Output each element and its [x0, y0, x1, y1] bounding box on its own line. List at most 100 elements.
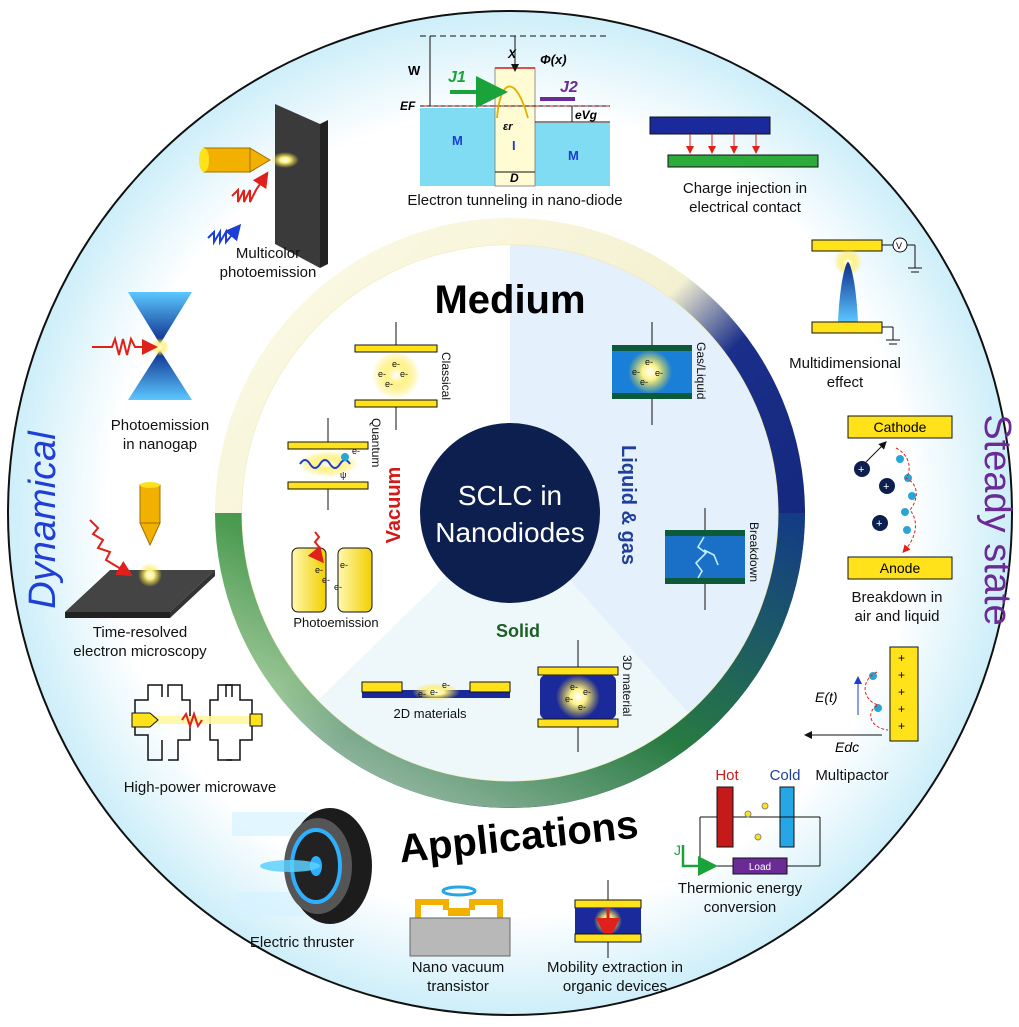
nanogap-caption-1: Photoemission — [111, 417, 209, 434]
svg-text:e-: e- — [392, 359, 400, 369]
3d-material-diagram: e- e- e- e- 3D material — [537, 640, 634, 752]
svg-text:e-: e- — [655, 368, 663, 378]
svg-text:+: + — [876, 518, 882, 530]
svg-text:e-: e- — [430, 687, 438, 697]
3d-material-label: 3D material — [620, 655, 634, 716]
center-title-line1: SCLC in — [458, 480, 562, 511]
multidimensional-diagram: V Multidimensional effect — [789, 237, 922, 391]
center-title-line2: Nanodiodes — [435, 517, 584, 548]
svg-text:Anode: Anode — [880, 560, 921, 576]
svg-text:e-: e- — [442, 680, 450, 690]
breakdown-air-caption-1: Breakdown in — [852, 589, 943, 606]
svg-text:D: D — [510, 171, 519, 185]
nano-vacuum-diagram: Nano vacuum transistor — [409, 885, 511, 995]
svg-text:e-: e- — [583, 687, 591, 697]
vacuum-label: Vacuum — [383, 467, 405, 544]
svg-text:+: + — [898, 651, 905, 665]
time-resolved-caption-1: Time-resolved — [93, 624, 187, 641]
quantum-label: Quantum — [369, 418, 383, 467]
svg-text:e-: e- — [565, 694, 573, 704]
mobility-caption-2: organic devices — [563, 978, 667, 995]
breakdown-air-diagram: Cathode + + + Anode Breakdown in air and… — [847, 415, 953, 625]
svg-text:e-: e- — [315, 565, 323, 575]
mobility-caption-1: Mobility extraction in — [547, 959, 683, 976]
thermionic-caption-1: Thermionic energy — [678, 880, 803, 897]
steady-state-label: Steady state — [976, 414, 1018, 625]
multidimensional-caption-2: effect — [827, 374, 864, 391]
svg-text:Load: Load — [749, 862, 771, 873]
nanogap-diagram: Photoemission in nanogap — [92, 292, 209, 453]
svg-text:e-: e- — [640, 377, 648, 387]
multicolor-caption-1: Multicolor — [236, 245, 300, 262]
breakdown-air-caption-2: air and liquid — [854, 608, 939, 625]
tunneling-caption: Electron tunneling in nano-diode — [407, 192, 622, 209]
svg-text:W: W — [408, 63, 421, 78]
svg-text:EF: EF — [400, 99, 416, 113]
multipactor-diagram: + + + + + E(t) Edc Multipactor — [804, 646, 919, 784]
svg-text:εr: εr — [503, 121, 513, 133]
svg-text:Cathode: Cathode — [874, 419, 927, 435]
charge-injection-caption-1: Charge injection in — [683, 180, 807, 197]
svg-text:J1: J1 — [448, 69, 466, 86]
svg-text:e-: e- — [322, 575, 330, 585]
dynamical-label: Dynamical — [22, 430, 64, 609]
gas-liquid-diagram: e- e- e- e- Gas/Liquid — [612, 322, 708, 425]
multicolor-caption-2: photoemission — [220, 264, 317, 281]
svg-text:+: + — [898, 668, 905, 682]
center-circle — [420, 423, 600, 603]
2d-materials-diagram: e- e- e- 2D materials — [361, 680, 511, 721]
svg-text:+: + — [858, 464, 864, 476]
microwave-diagram: High-power microwave — [124, 684, 277, 796]
svg-text:e-: e- — [418, 689, 426, 699]
svg-text:Hot: Hot — [715, 767, 739, 784]
svg-text:e-: e- — [400, 369, 408, 379]
svg-text:J: J — [674, 842, 681, 858]
svg-text:Φ(x): Φ(x) — [540, 52, 567, 67]
svg-text:E(t): E(t) — [815, 689, 838, 705]
svg-text:X: X — [507, 47, 517, 61]
svg-text:e-: e- — [645, 357, 653, 367]
2d-materials-label: 2D materials — [394, 706, 467, 721]
svg-text:e-: e- — [334, 582, 342, 592]
svg-text:e-: e- — [570, 682, 578, 692]
svg-text:e-: e- — [378, 369, 386, 379]
gas-liquid-label: Gas/Liquid — [694, 342, 708, 399]
mobility-diagram: Mobility extraction in organic devices — [547, 880, 683, 995]
liquid-gas-label: Liquid & gas — [617, 445, 639, 565]
thruster-diagram: Electric thruster — [232, 808, 372, 951]
svg-text:Cold: Cold — [770, 767, 801, 784]
svg-text:e-: e- — [578, 702, 586, 712]
time-resolved-diagram: Time-resolved electron microscopy — [65, 482, 215, 660]
microwave-caption: High-power microwave — [124, 779, 277, 796]
svg-text:e-: e- — [340, 560, 348, 570]
svg-text:J2: J2 — [560, 79, 578, 96]
svg-text:I: I — [512, 138, 516, 153]
multicolor-diagram: Multicolor photoemission — [199, 104, 328, 281]
svg-text:+: + — [898, 719, 905, 733]
svg-text:M: M — [568, 148, 579, 163]
nano-vacuum-caption-1: Nano vacuum — [412, 959, 505, 976]
breakdown-diagram: Breakdown — [665, 508, 761, 610]
thruster-caption: Electric thruster — [250, 934, 354, 951]
thermionic-caption-2: conversion — [704, 899, 777, 916]
charge-injection-caption-2: electrical contact — [689, 199, 802, 216]
svg-text:+: + — [898, 702, 905, 716]
thermionic-diagram: Hot Cold Load J Thermionic energy conver… — [674, 767, 821, 916]
svg-text:e-: e- — [632, 367, 640, 377]
svg-text:V: V — [896, 241, 902, 251]
tunneling-diagram: W X Φ(x) J1 J2 EF eVg εr M I M D Electro… — [400, 35, 623, 209]
nanogap-caption-2: in nanogap — [123, 436, 197, 453]
quantum-diagram: e- ψ Quantum — [287, 418, 383, 510]
classical-label: Classical — [439, 352, 453, 400]
svg-text:+: + — [883, 481, 889, 493]
svg-text:ψ: ψ — [340, 470, 346, 480]
multidimensional-caption-1: Multidimensional — [789, 355, 901, 372]
time-resolved-caption-2: electron microscopy — [73, 643, 207, 660]
multipactor-caption: Multipactor — [815, 767, 888, 784]
classical-diagram: e- e- e- e- Classical — [354, 322, 453, 430]
svg-text:eVg: eVg — [575, 108, 598, 122]
svg-text:e-: e- — [352, 446, 360, 456]
svg-text:+: + — [898, 685, 905, 699]
nano-vacuum-caption-2: transistor — [427, 978, 489, 995]
